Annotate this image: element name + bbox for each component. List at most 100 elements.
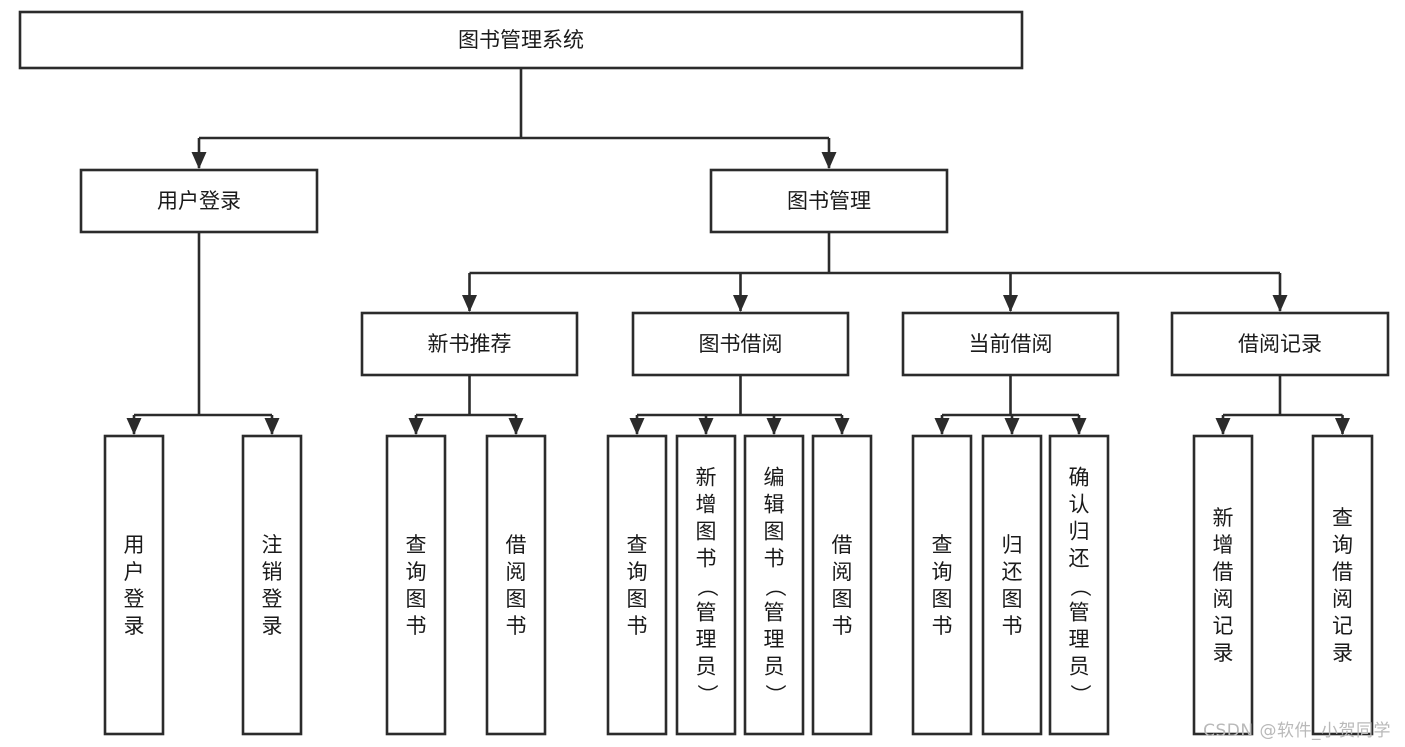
- node-label-char: 阅: [832, 560, 853, 584]
- node-user-login[interactable]: 用户登录: [79, 168, 319, 234]
- node-box: [631, 311, 850, 377]
- node-label-char: 图: [627, 587, 648, 611]
- node-label-char: 书: [832, 614, 853, 638]
- node-label: 图书管理系统: [458, 28, 584, 52]
- arrow-head-icon: [1071, 418, 1087, 435]
- node-label-char: 还: [1069, 547, 1090, 571]
- node-label-char: 新: [696, 466, 717, 490]
- node-root[interactable]: 图书管理系统: [18, 10, 1024, 70]
- node-box: [79, 168, 319, 234]
- arrow-head-icon: [408, 418, 424, 435]
- node-box: [743, 434, 805, 736]
- arrow-head-icon: [1272, 295, 1288, 312]
- node-label-char: 销: [262, 560, 283, 584]
- node-label-char: 图: [832, 587, 853, 611]
- arrow-head-icon: [934, 418, 950, 435]
- node-label-char: 阅: [1213, 587, 1234, 611]
- node-label-char: 记: [1332, 614, 1353, 638]
- node-box: [1170, 311, 1390, 377]
- node-current-borrow[interactable]: 当前借阅: [901, 311, 1120, 377]
- node-label-char: 管: [1069, 601, 1090, 625]
- node-label-char: 管: [696, 601, 717, 625]
- node-label-char: 查: [627, 533, 648, 557]
- node-box: [360, 311, 579, 377]
- node-label-char: 询: [406, 560, 427, 584]
- arrow-head-icon: [264, 418, 280, 435]
- node-label-char: 书: [764, 547, 785, 571]
- node-label-char: （: [695, 576, 719, 597]
- node-borrow-record[interactable]: 借阅记录: [1170, 311, 1390, 377]
- arrow-head-icon: [508, 418, 524, 435]
- node-label-char: ）: [1068, 684, 1092, 705]
- node-label-char: 认: [1069, 493, 1090, 517]
- node-label-char: 书: [406, 614, 427, 638]
- node-label-char: 员: [764, 655, 785, 679]
- node-label: 新书推荐: [428, 332, 512, 356]
- node-label-char: 理: [696, 628, 717, 652]
- node-box: [675, 434, 737, 736]
- node-box: [241, 434, 303, 736]
- arrow-head-icon: [698, 418, 714, 435]
- node-label-char: ）: [763, 684, 787, 705]
- node-box: [1311, 434, 1374, 736]
- node-layer: 图书管理系统用户登录图书管理新书推荐图书借阅当前借阅借阅记录用户登录注销登录查询…: [18, 10, 1390, 736]
- node-box: [103, 434, 165, 736]
- arrow-head-icon: [1215, 418, 1231, 435]
- arrow-head-icon: [821, 152, 837, 169]
- node-new-book-recommend[interactable]: 新书推荐: [360, 311, 579, 377]
- node-label-char: 询: [627, 560, 648, 584]
- node-label-char: 图: [696, 520, 717, 544]
- node-label-char: 查: [406, 533, 427, 557]
- arrow-head-icon: [766, 418, 782, 435]
- node-box: [485, 434, 547, 736]
- node-label-char: 编: [764, 466, 785, 490]
- arrow-head-icon: [462, 295, 477, 312]
- node-leaf-user-login[interactable]: 用户登录: [103, 434, 165, 736]
- node-label-char: 借: [1332, 560, 1353, 584]
- arrow-head-icon: [126, 418, 142, 435]
- node-label-char: 询: [1332, 533, 1353, 557]
- node-label-char: 员: [1069, 655, 1090, 679]
- node-label-char: 询: [932, 560, 953, 584]
- node-label: 借阅记录: [1238, 332, 1322, 356]
- node-label-char: （: [1068, 576, 1092, 597]
- node-label-char: 还: [1002, 560, 1023, 584]
- node-label-char: 记: [1213, 614, 1234, 638]
- node-box: [18, 10, 1024, 70]
- node-book-borrow[interactable]: 图书借阅: [631, 311, 850, 377]
- node-label: 当前借阅: [969, 332, 1053, 356]
- node-label-char: 增: [696, 493, 717, 517]
- node-box: [811, 434, 873, 736]
- arrow-head-icon: [1335, 418, 1350, 435]
- node-label-char: ）: [695, 684, 719, 705]
- node-label-char: 归: [1002, 533, 1023, 557]
- arrow-head-icon: [629, 418, 645, 435]
- node-label-char: 图: [406, 587, 427, 611]
- node-book-manage[interactable]: 图书管理: [709, 168, 949, 234]
- node-label-char: 登: [124, 587, 145, 611]
- node-label-char: 录: [124, 614, 145, 638]
- arrow-head-icon: [191, 152, 207, 169]
- node-label-char: 书: [696, 547, 717, 571]
- arrow-head-icon: [1004, 418, 1020, 435]
- node-label-char: 新: [1213, 506, 1234, 530]
- node-label-char: 登: [262, 587, 283, 611]
- node-label-char: 阅: [1332, 587, 1353, 611]
- node-label-char: 管: [764, 601, 785, 625]
- node-box: [1192, 434, 1254, 736]
- node-label-char: 增: [1213, 533, 1234, 557]
